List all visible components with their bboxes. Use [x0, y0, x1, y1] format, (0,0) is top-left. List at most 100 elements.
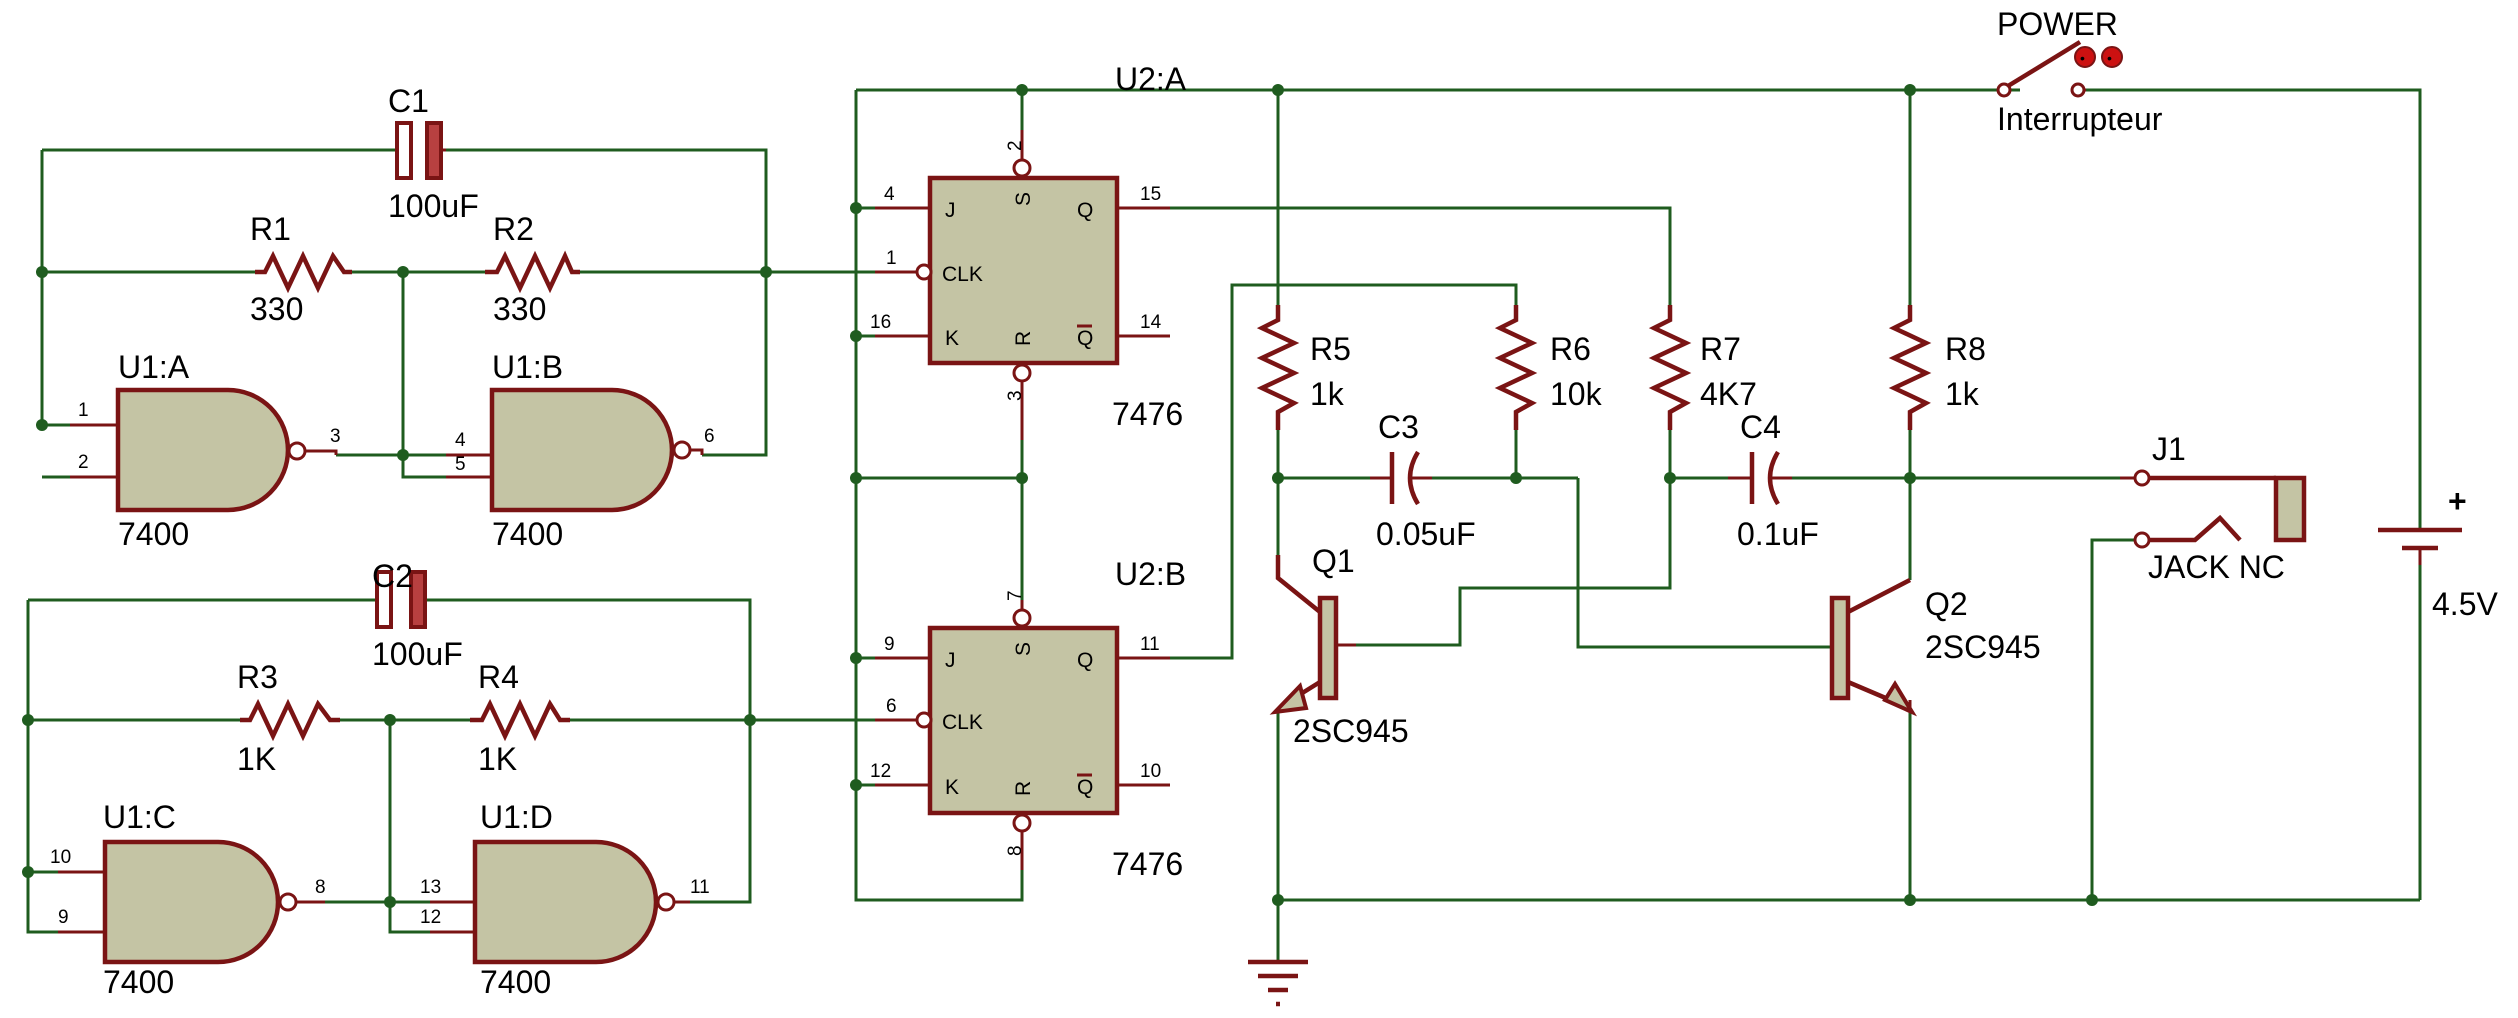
r6-value: 10k: [1550, 376, 1603, 412]
nand-gate-u1c: 10 9 8 U1:C 7400: [50, 799, 326, 1000]
u2b-pin-6: 6: [886, 696, 897, 717]
battery-voltage: 4.5V: [2432, 586, 2498, 622]
c1-label: C1: [388, 83, 429, 119]
resistor-r4: R4 1K: [470, 659, 570, 777]
c3-label: C3: [1378, 409, 1419, 445]
flip-flop-u2a: 4 1 16 15 14 2 3 J CLK K Q Q S R U2:A 74…: [870, 61, 1187, 440]
u2b-r-label: R: [1012, 781, 1035, 796]
r4-label: R4: [478, 659, 519, 695]
u1b-type: 7400: [492, 516, 563, 552]
r7-label: R7: [1700, 331, 1741, 367]
r3-label: R3: [237, 659, 278, 695]
u1a-pin-3: 3: [330, 426, 341, 447]
u2a-pin-3: 3: [1005, 390, 1026, 401]
r8-label: R8: [1945, 331, 1986, 367]
j1-label: J1: [2152, 431, 2186, 467]
q1-label: Q1: [1312, 543, 1355, 579]
c2-value: 100uF: [372, 636, 463, 672]
resistor-r7: R7 4K7: [1648, 305, 1757, 430]
switch-label: Interrupteur: [1997, 101, 2163, 137]
capacitor-c2: C2 100uF: [372, 558, 463, 672]
resistor-r1: R1 330: [250, 211, 352, 327]
u1a-pin-2: 2: [78, 452, 89, 473]
capacitor-c3: C3 0.05uF: [1370, 409, 1476, 552]
nand-gate-u1a: 1 2 3 U1:A 7400: [70, 349, 341, 552]
capacitor-c1: C1 100uF: [388, 83, 479, 224]
u1d-type: 7400: [480, 964, 551, 1000]
u1a-pin-1: 1: [78, 400, 89, 421]
r1-label: R1: [250, 211, 291, 247]
r2-value: 330: [493, 291, 546, 327]
transistor-q2: Q2 2SC945: [1829, 578, 2041, 717]
u2a-clk-label: CLK: [942, 263, 983, 286]
u1c-pin-10: 10: [50, 847, 71, 868]
u2a-pin-1: 1: [886, 248, 897, 269]
u1d-pin-11: 11: [690, 877, 710, 898]
r1-value: 330: [250, 291, 303, 327]
r8-value: 1k: [1945, 376, 1980, 412]
resistor-r5: R5 1k: [1256, 305, 1351, 430]
r7-value: 4K7: [1700, 376, 1757, 412]
jack-j1: J1 JACK NC: [2120, 431, 2307, 585]
u2b-label: U2:B: [1115, 556, 1186, 592]
c3-value: 0.05uF: [1376, 516, 1476, 552]
resistor-r2: R2 330: [485, 211, 580, 327]
junctions: [22, 84, 2098, 908]
u1c-pin-9: 9: [58, 907, 69, 928]
battery-4v5: + 4.5V: [2378, 483, 2498, 622]
ground-symbol: [1248, 959, 1308, 1007]
r3-value: 1K: [237, 741, 276, 777]
u1b-pin-5: 5: [455, 454, 466, 475]
u2a-q-label: Q: [1077, 199, 1093, 222]
u1b-pin-6: 6: [704, 426, 715, 447]
u2a-pin-16: 16: [870, 312, 891, 333]
u1c-label: U1:C: [103, 799, 176, 835]
u2a-k-label: K: [945, 327, 959, 350]
u1a-label: U1:A: [118, 349, 190, 385]
u1d-pin-13: 13: [420, 877, 441, 898]
r5-label: R5: [1310, 331, 1351, 367]
u2a-pin-2: 2: [1005, 140, 1026, 151]
u2a-type: 7476: [1112, 396, 1183, 432]
u2b-pin-8: 8: [1005, 845, 1026, 856]
u1a-type: 7400: [118, 516, 189, 552]
u1d-pin-12: 12: [420, 907, 441, 928]
u2b-s-label: S: [1012, 642, 1035, 656]
u1b-label: U1:B: [492, 349, 563, 385]
u2a-s-label: S: [1012, 192, 1035, 206]
jack-label: JACK NC: [2148, 549, 2285, 585]
transistor-q1: Q1 2SC945: [1269, 543, 1409, 749]
u2b-pin-10: 10: [1140, 761, 1161, 782]
u2a-pin-15: 15: [1140, 184, 1161, 205]
nand-gate-u1d: 13 12 11 U1:D 7400: [420, 799, 710, 1000]
resistor-r8: R8 1k: [1888, 305, 1986, 430]
u2b-pin-7: 7: [1005, 590, 1026, 601]
q2-label: Q2: [1925, 586, 1968, 622]
u2b-q-label: Q: [1077, 649, 1093, 672]
r5-value: 1k: [1310, 376, 1345, 412]
battery-plus-label: +: [2448, 483, 2467, 519]
u1c-pin-8: 8: [315, 877, 326, 898]
u2a-j-label: J: [945, 199, 956, 222]
u2b-pin-11: 11: [1140, 634, 1160, 655]
c4-value: 0.1uF: [1737, 516, 1819, 552]
c2-label: C2: [372, 558, 413, 594]
q2-type: 2SC945: [1925, 629, 2041, 665]
u2a-qbar-label: Q: [1077, 327, 1093, 350]
resistor-r3: R3 1K: [237, 659, 340, 777]
c4-label: C4: [1740, 409, 1781, 445]
u2a-label: U2:A: [1115, 61, 1187, 97]
q1-type: 2SC945: [1293, 713, 1409, 749]
u2b-qbar-label: Q: [1077, 776, 1093, 799]
u1c-type: 7400: [103, 964, 174, 1000]
wires: [26, 88, 2422, 960]
u2b-clk-label: CLK: [942, 711, 983, 734]
u1d-label: U1:D: [480, 799, 553, 835]
capacitor-c4: C4 0.1uF: [1728, 409, 1819, 552]
resistor-r6: R6 10k: [1494, 305, 1603, 430]
r6-label: R6: [1550, 331, 1591, 367]
power-switch[interactable]: • • POWER Interrupteur: [1996, 6, 2163, 137]
nand-gate-u1b: 4 5 6 U1:B 7400: [446, 349, 715, 552]
u2b-j-label: J: [945, 649, 956, 672]
